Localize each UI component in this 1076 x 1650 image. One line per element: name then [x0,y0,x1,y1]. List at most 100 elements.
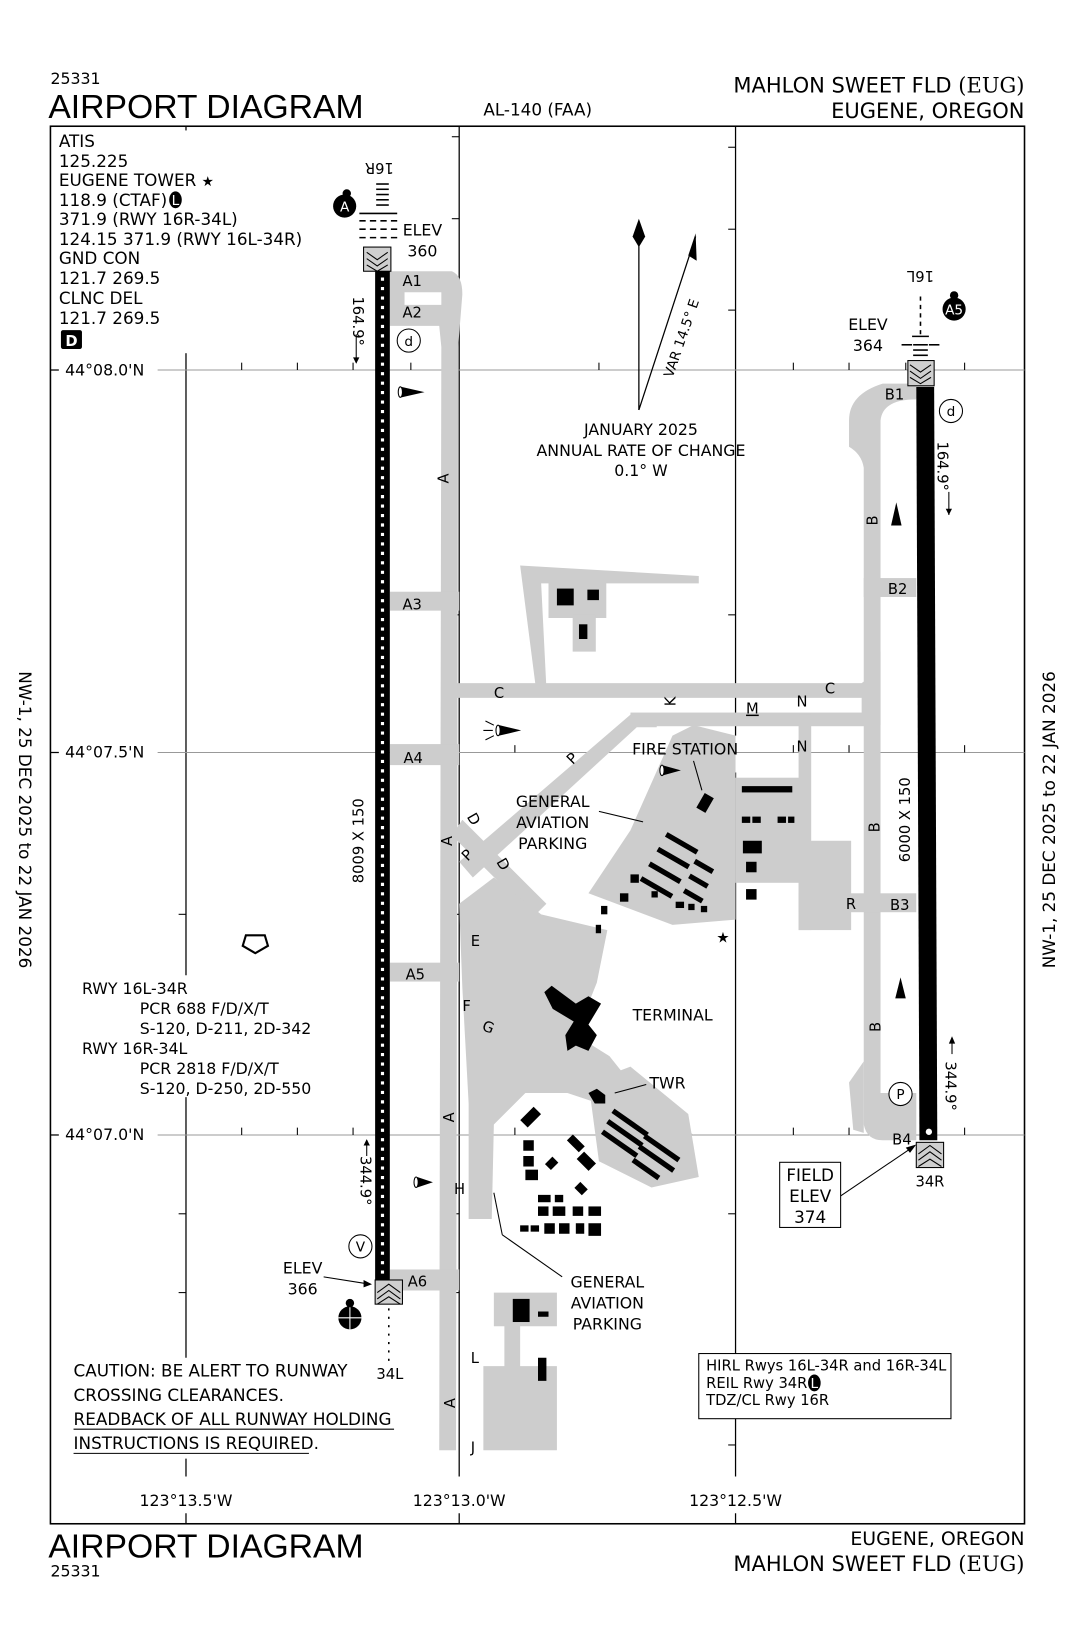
airport-name-text: MAHLON SWEET FLD [733,73,951,98]
tower-label: TWR [648,1074,685,1093]
svg-text:N: N [796,693,807,710]
svg-text:d: d [947,404,956,420]
comm-line: ATIS [59,131,95,151]
elev-label-16l: ELEV [848,315,888,334]
footer-location: EUGENE, OREGON [850,1528,1024,1550]
hot-spot-compass-icon [338,1298,362,1330]
compass-date: JANUARY 2025 [583,420,698,439]
svg-text:A: A [439,836,456,846]
svg-text:GENERAL: GENERAL [516,792,590,811]
svg-text:READBACK OF ALL RUNWAY HOLDING: READBACK OF ALL RUNWAY HOLDING [74,1409,392,1429]
svg-text:B: B [867,822,884,832]
svg-text:A: A [441,1112,458,1122]
svg-text:B: B [868,1022,885,1032]
airport-code: (EUG) [958,73,1024,98]
ga-parking-label-north: GENERAL AVIATION PARKING [516,792,644,853]
latitude-labels: 44°08.0'N 44°07.5'N 44°07.0'N [60,357,156,1146]
airport-location: EUGENE, OREGON [831,98,1024,123]
heading-344-east: 344.9° [942,1061,959,1110]
svg-text:GENERAL: GENERAL [570,1272,644,1291]
datalink-d-icon: D [60,330,82,350]
footer-airport-name: MAHLON SWEET FLD (EUG) [733,1551,1024,1576]
runway-label-16r: 16R [365,159,394,176]
lighting-l-icon [808,1374,821,1392]
north-arrow-icon [632,218,697,411]
heading-344-west: 344.9° [356,1156,373,1205]
svg-text:L: L [811,1376,819,1392]
svg-text:A4: A4 [404,750,423,767]
wind-cone-icon [397,386,906,1189]
svg-text:A2: A2 [402,304,421,321]
elev-label-16r: ELEV [403,221,443,240]
runway-label-34l: 34L [376,1366,404,1383]
heading-164-west: 164.9° [349,296,366,345]
svg-text:A: A [442,1398,459,1408]
lighted-wind-cone-icon [483,720,522,741]
svg-text:N: N [796,738,807,755]
svg-text:S-120, D-211, 2D-342: S-120, D-211, 2D-342 [140,1019,312,1038]
elev-value-16l: 364 [853,336,883,355]
validity-right: NW-1, 25 DEC 2025 to 22 JAN 2026 [1039,671,1059,968]
comm-frequencies: ATIS 125.225 EUGENE TOWER ★ 118.9 (CTAF)… [59,131,302,350]
lighting-info-box: HIRL Rwys 16L-34R and 16R-34L REIL Rwy 3… [698,1353,952,1420]
svg-text:INSTRUCTIONS IS REQUIRED.: INSTRUCTIONS IS REQUIRED. [74,1433,319,1453]
svg-text:RWY 16L-34R: RWY 16L-34R [82,979,188,998]
ga-parking-label-south: GENERAL AVIATION PARKING [493,1192,644,1333]
svg-text:PCR 2818 F/D/X/T: PCR 2818 F/D/X/T [140,1059,279,1078]
comm-line: 371.9 (RWY 16R-34L) [59,209,238,229]
runway-dimensions-west: 8009 X 150 [351,798,368,883]
elev-value-34l: 366 [288,1280,318,1299]
terminal-label: TERMINAL [632,1005,713,1024]
heading-164-east: 164.9° [933,441,950,490]
pavement-notes: RWY 16L-34R PCR 688 F/D/X/T S-120, D-211… [82,979,311,1098]
svg-text:G: G [480,1018,497,1038]
svg-text:PARKING: PARKING [518,834,587,853]
circle-v-icon: V [348,1234,373,1259]
elev-label-34l: ELEV [283,1259,323,1278]
hotspot-a-icon: A [333,189,357,218]
svg-text:A1: A1 [402,273,421,290]
chart-frame [49,125,1026,1525]
svg-text:F: F [462,998,470,1015]
field-elev-label: ELEV [789,1186,832,1206]
chart-number: 25331 [50,69,100,88]
svg-text:B1: B1 [885,386,904,403]
svg-text:d: d [404,334,413,350]
procedure-id: AL-140 (FAA) [483,100,592,120]
svg-text:AVIATION: AVIATION [571,1293,644,1312]
comm-line: 121.7 269.5 [59,268,161,288]
svg-text:A5: A5 [945,302,963,318]
svg-text:M: M [746,701,759,718]
comm-line: 125.225 [59,151,128,171]
svg-text:PCR 688 F/D/X/T: PCR 688 F/D/X/T [140,999,269,1018]
svg-text:A: A [436,473,453,483]
caution-note: CAUTION: BE ALERT TO RUNWAY CROSSING CLE… [73,1361,395,1454]
svg-text:CROSSING CLEARANCES.: CROSSING CLEARANCES. [74,1385,284,1405]
comm-line: EUGENE TOWER ★ [59,170,214,190]
svg-text:CAUTION: BE ALERT TO RUNWAY: CAUTION: BE ALERT TO RUNWAY [74,1361,349,1381]
svg-text:AVIATION: AVIATION [516,813,589,832]
runway-16l-34r [901,296,945,1169]
svg-text:P: P [896,1087,904,1103]
svg-text:C: C [494,685,504,702]
lon-123-13-0: 123°13.0'W [413,1491,506,1510]
runway-label-16l: 16L [906,267,934,284]
airport-name: MAHLON SWEET FLD (EUG) [733,73,1024,98]
validity-left: NW-1, 25 DEC 2025 to 22 JAN 2026 [15,671,35,968]
svg-text:B: B [864,515,881,525]
hotspot-a5-icon: A5 [942,291,966,321]
comm-line: 118.9 (CTAF) [59,190,167,210]
svg-text:REIL Rwy 34R: REIL Rwy 34R [706,1375,807,1392]
svg-text:L: L [471,1350,480,1367]
svg-text:A: A [340,199,350,215]
runway-16r-34l [359,183,403,1305]
svg-text:RWY 16R-34L: RWY 16R-34L [82,1039,188,1058]
svg-text:PARKING: PARKING [573,1314,642,1333]
comm-line: 124.15 371.9 (RWY 16L-34R) [59,229,302,249]
svg-text:D: D [65,333,77,350]
svg-text:H: H [454,1181,465,1198]
svg-text:HIRL Rwys 16L-34R and 16R-34L: HIRL Rwys 16L-34R and 16R-34L [706,1357,947,1374]
circle-p-icon: P [888,1081,913,1107]
comm-line: GND CON [59,248,140,268]
lat-44-07-5: 44°07.5'N [65,743,144,762]
